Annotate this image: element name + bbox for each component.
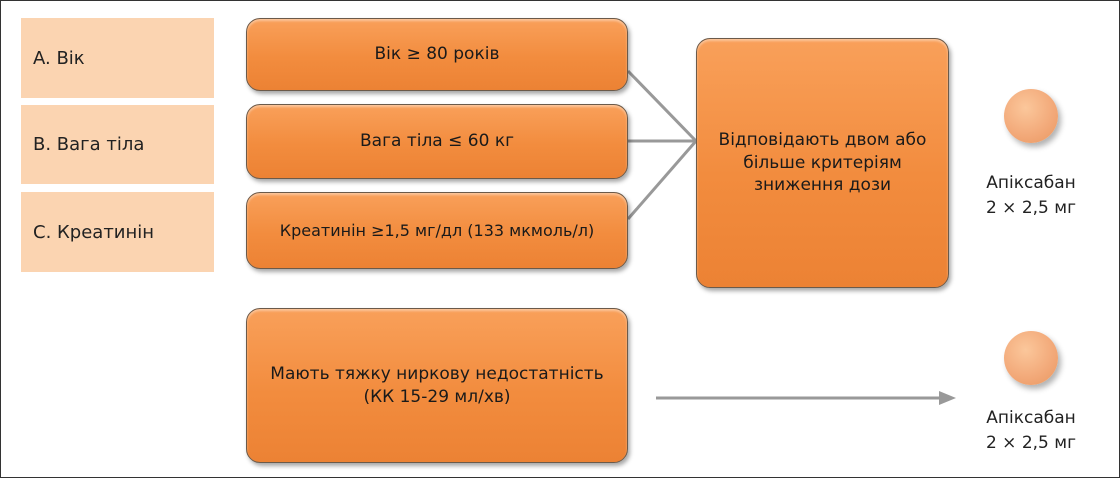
drug-name: Апіксабан <box>986 408 1076 428</box>
drug-name: Апіксабан <box>986 173 1076 193</box>
drug-dose: 2 × 2,5 мг <box>985 197 1077 218</box>
criterion-box-creatinine: Креатинін ≥1,5 мг/дл (133 мкмоль/л) <box>246 192 628 269</box>
pill-icon <box>1004 331 1058 385</box>
renal-failure-text: Мають тяжку ниркову недостатність <box>270 363 604 384</box>
criterion-box-age: Вік ≥ 80 років <box>246 18 628 91</box>
connector-line-age <box>626 69 698 143</box>
combined-criteria-box: Відповідають двом або більше критеріям з… <box>696 38 949 288</box>
criterion-box-weight: Вага тіла ≤ 60 кг <box>246 104 628 179</box>
dose-bottom: Апіксабан 2 × 2,5 мг <box>971 406 1091 455</box>
criterion-label-age: A. Вік <box>21 18 214 98</box>
dose-top: Апіксабан 2 × 2,5 мг <box>971 171 1091 220</box>
renal-failure-box: Мають тяжку ниркову недостатність (КК 15… <box>246 308 628 463</box>
pill-icon <box>1004 89 1058 143</box>
arrow-head-icon <box>939 391 956 405</box>
criterion-label-creatinine: C. Креатинін <box>21 192 214 272</box>
criterion-label-weight: B. Вага тіла <box>21 105 214 184</box>
connector-line-creatinine <box>626 140 698 220</box>
drug-dose: 2 × 2,5 мг <box>985 432 1077 453</box>
renal-failure-cc: (КК 15-29 мл/хв) <box>363 386 511 407</box>
